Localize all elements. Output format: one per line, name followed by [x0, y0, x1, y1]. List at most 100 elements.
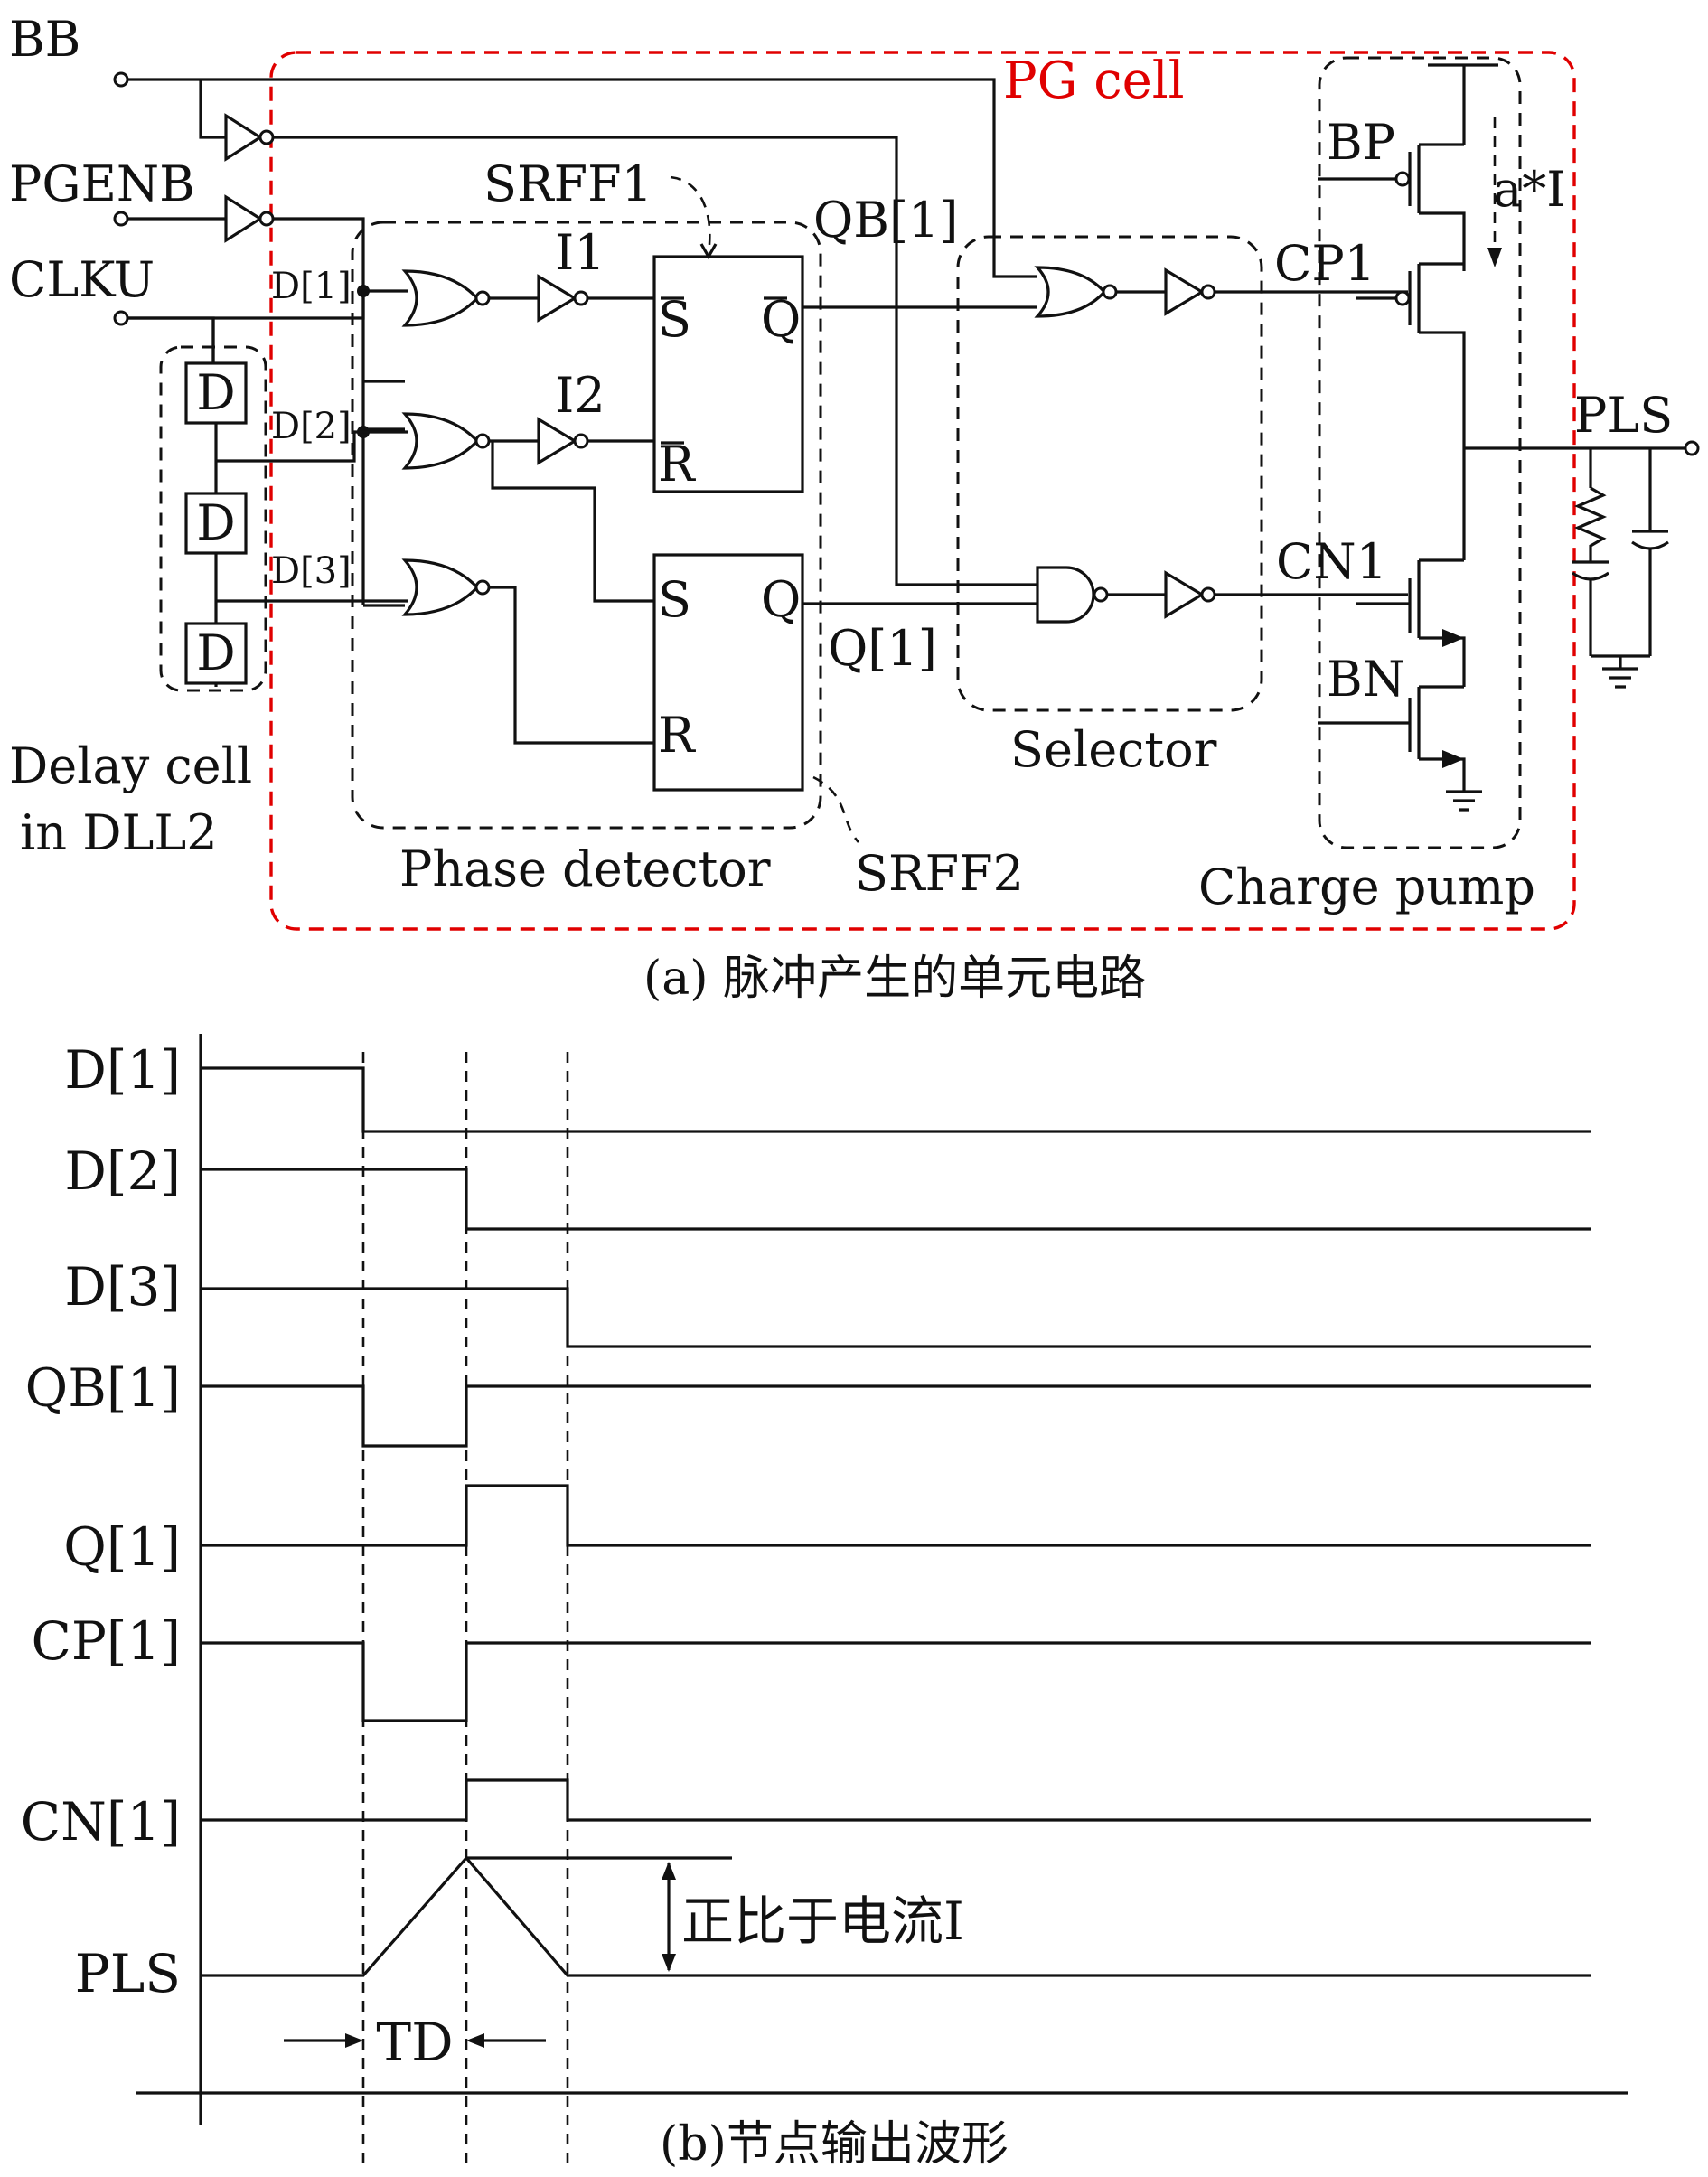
- bubble-pgenb-inv: [258, 211, 275, 227]
- nor-gate-3-bubble: [474, 579, 491, 596]
- td-arrow-left-icon: [345, 2033, 363, 2048]
- tap-label-d3: D[3]: [271, 550, 352, 592]
- nmos-cn1-arrow: [1442, 629, 1464, 647]
- charge-pump-gate-bp: BP: [1327, 114, 1395, 171]
- input-label-clku: CLKU: [9, 251, 155, 308]
- td-arrow-right-icon: [466, 2033, 484, 2048]
- wire-bbb: [273, 136, 1037, 586]
- nmos-bn-arrow: [1442, 750, 1464, 768]
- wire-clku: [127, 316, 215, 363]
- selector-nor-icon: [1034, 266, 1107, 318]
- wire-loop-filter: [1589, 448, 1652, 531]
- phase-detector-label: Phase detector: [399, 840, 771, 897]
- amplitude-arrow-down-icon: [662, 1954, 676, 1972]
- delay-cell-1: [184, 361, 248, 425]
- selector-label: Selector: [1010, 721, 1217, 778]
- wire-nor-outputs: [489, 296, 654, 745]
- signal-label-d1: D[1]: [64, 1039, 181, 1101]
- charge-pump-label: Charge pump: [1198, 859, 1535, 915]
- srff1-q-pin: Q: [761, 291, 801, 348]
- selector-inverter-bottom-icon: [1164, 570, 1206, 619]
- amplitude-arrow-up-icon: [662, 1862, 676, 1880]
- pmos-bp-icon: [1408, 143, 1466, 271]
- wire-bb-inv-in: [199, 80, 226, 139]
- wire-d2: [216, 430, 408, 463]
- waveform-cn1: [201, 1778, 1591, 1822]
- inverter-i1-label: I1: [555, 224, 605, 281]
- pin-pgenb: [113, 211, 129, 227]
- input-label-pgenb: PGENB: [9, 155, 195, 212]
- signal-label-d2: D[2]: [64, 1140, 181, 1202]
- selector-group: [956, 235, 1263, 712]
- selector-nand-bubble: [1093, 586, 1109, 603]
- signal-label-cn1: CN[1]: [21, 1791, 181, 1853]
- srff2-callout-line: [812, 775, 859, 843]
- current-arrow-head-icon: [1487, 248, 1502, 267]
- buffer-pgenb-icon: [224, 194, 263, 243]
- pg-cell-boundary: [269, 51, 1576, 931]
- signal-label-d3: D[3]: [64, 1256, 181, 1318]
- signal-label-qb1: QB[1]: [25, 1357, 181, 1419]
- wire-pgenb-out: [273, 217, 405, 607]
- td-label: TD: [376, 2012, 453, 2073]
- inverter-i2-icon: [537, 417, 578, 465]
- net-label-qb1: QB[1]: [813, 192, 958, 249]
- srff1-callout-arrow: [699, 243, 718, 260]
- delay-cell-label-line1: Delay cell: [9, 737, 252, 794]
- nor-gate-2-bubble: [474, 433, 491, 449]
- ground-icon: [1446, 781, 1482, 812]
- pin-clku: [113, 310, 129, 326]
- nor-gate-1-icon: [401, 269, 480, 327]
- charge-pump-gate-cn1: CN1: [1276, 533, 1387, 590]
- delay-cell-1-label: D: [196, 364, 235, 421]
- capacitor-series-icon: [1572, 560, 1609, 656]
- charge-pump-group: [1318, 56, 1522, 849]
- signal-label-q1: Q[1]: [63, 1516, 181, 1578]
- waveform-d3: [201, 1287, 1591, 1348]
- charge-pump-gate-cp1: CP1: [1274, 235, 1375, 292]
- wire-inverters-to-srff1: [587, 296, 654, 443]
- pin-bb: [113, 71, 129, 88]
- wire-d1: [127, 289, 408, 363]
- signal-label-cp1: CP[1]: [31, 1610, 181, 1672]
- waveform-qb1: [201, 1384, 1591, 1448]
- buffer-bb-icon: [224, 113, 263, 162]
- selector-nor-bubble: [1102, 284, 1118, 300]
- inverter-i2-bubble: [573, 433, 589, 449]
- delay-cell-2-label: D: [196, 494, 235, 551]
- wire-nor2-to-srff2: [491, 441, 654, 603]
- srff1-callout-line: [670, 175, 711, 254]
- inverter-i2-label: I2: [555, 367, 605, 424]
- waveform-q1: [201, 1484, 1591, 1547]
- charge-pump-output-label: PLS: [1574, 387, 1673, 444]
- charge-pump-gate-bn: BN: [1327, 651, 1405, 708]
- inverter-i1-icon: [537, 274, 578, 323]
- capacitor-parallel-icon: [1591, 530, 1669, 669]
- circuit-diagram: PG cell BB PGENB CLKU D D D Del: [9, 11, 1700, 1006]
- signal-label-pls: PLS: [75, 1943, 181, 2004]
- amplitude-label: 正比于电流I: [681, 1891, 964, 1952]
- nmos-bn-icon: [1408, 685, 1466, 781]
- input-label-bb: BB: [9, 11, 80, 68]
- net-label-q1: Q[1]: [828, 620, 937, 677]
- srff1-block: [652, 255, 804, 493]
- resistor-icon: [1573, 486, 1608, 562]
- waveform-d2: [201, 1168, 1591, 1231]
- waveform-cp1: [201, 1641, 1591, 1722]
- selector-inverter-top-icon: [1164, 267, 1206, 316]
- wire-bb: [127, 78, 1037, 278]
- nor-gate-1-bubble: [474, 290, 491, 306]
- delay-cell-3-label: D: [196, 624, 235, 681]
- pmos-cp1-bubble: [1394, 290, 1411, 306]
- srff2-q-pin: Q: [761, 571, 801, 628]
- nmos-cn1-icon: [1408, 448, 1466, 687]
- current-label: a*I: [1493, 161, 1566, 218]
- pmos-bp-bubble: [1394, 171, 1411, 187]
- waveform-d1: [201, 1066, 1591, 1133]
- timing-diagram: D[1] D[2] D[3] QB[1] Q[1] CP[1] CN[1] PL…: [21, 1034, 1628, 2172]
- inverter-i1-bubble: [573, 290, 589, 306]
- phase-detector-group: [351, 221, 822, 830]
- srff1-callout: SRFF1: [483, 155, 652, 212]
- pin-pls: [1684, 440, 1700, 456]
